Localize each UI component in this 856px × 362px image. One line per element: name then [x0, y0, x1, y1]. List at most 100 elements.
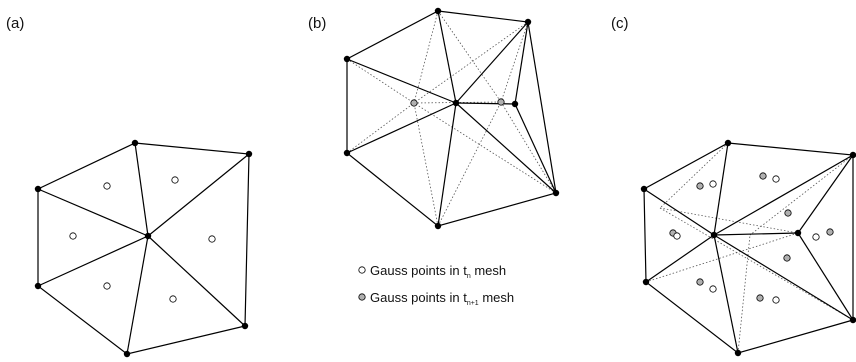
panel-b: (b): [308, 7, 560, 307]
panel-c-label: (c): [611, 15, 629, 32]
panel-c-edge: [713, 234, 739, 354]
gauss-point-tn: [169, 295, 177, 303]
gauss-point-tn1: [759, 172, 767, 180]
panel-a: (a): [6, 15, 253, 358]
dotted-edge: [500, 21, 529, 103]
dotted-edge: [437, 10, 502, 103]
gauss-point-tn1: [826, 228, 834, 236]
panel-b-mesh-lines: [346, 10, 557, 227]
panel-a-nodes: [34, 139, 253, 358]
dotted-edge: [737, 234, 751, 354]
legend-tn-text: Gauss points in tn mesh: [370, 263, 506, 280]
dotted-edge: [413, 21, 529, 104]
mesh-node: [524, 18, 532, 26]
panel-b-edge: [437, 10, 457, 104]
panel-b-edge: [514, 103, 557, 194]
mesh-node: [849, 151, 856, 159]
panel-c-edge: [643, 188, 715, 236]
panel-c-edge: [645, 234, 715, 283]
dotted-edge: [413, 10, 439, 104]
mesh-node: [343, 55, 351, 63]
mesh-node: [640, 185, 648, 193]
gauss-point-tn1: [696, 182, 704, 190]
panel-c-gauss-points: [669, 172, 834, 304]
panel-b-edge: [514, 21, 529, 105]
panel-c-edge: [797, 232, 854, 321]
gauss-point-tn: [772, 296, 780, 304]
panel-b-edge: [346, 102, 457, 154]
mesh-node: [642, 278, 650, 286]
panel-a-edge: [134, 142, 149, 237]
panel-b-edge: [346, 58, 457, 104]
panel-b-edge: [455, 102, 557, 194]
panel-a-edge: [126, 235, 149, 355]
dotted-edge: [413, 102, 439, 227]
gauss-point-tn: [103, 182, 111, 190]
gauss-point-tn: [812, 233, 820, 241]
panel-c-old-mesh-dotted: [645, 142, 854, 354]
gauss-point-tn1: [783, 254, 791, 262]
mesh-node: [241, 322, 249, 330]
dotted-edge: [346, 58, 415, 104]
mesh-node: [734, 349, 742, 357]
gauss-point-tn: [208, 235, 216, 243]
panel-b-edge: [437, 102, 457, 227]
dotted-edge: [659, 207, 854, 321]
panel-c-edge: [713, 142, 729, 236]
panel-a-edge: [37, 235, 149, 287]
panel-c: (c): [611, 15, 856, 357]
gauss-point-tn1: [784, 209, 792, 217]
panel-c-nodes: [640, 139, 856, 357]
mesh-node: [34, 282, 42, 290]
gauss-point-tn1: [410, 99, 418, 107]
dotted-edge: [500, 101, 557, 194]
panel-c-edge: [797, 154, 854, 234]
legend-tn1-text: Gauss points in tn+1 mesh: [370, 290, 514, 307]
mesh-node: [511, 100, 519, 108]
panel-a-edge: [37, 188, 149, 237]
mesh-node: [794, 229, 802, 237]
mesh-node: [724, 139, 732, 147]
mesh-node: [131, 139, 139, 147]
mesh-node: [452, 99, 460, 107]
mesh-node: [245, 150, 253, 158]
panel-a-mesh-lines: [37, 142, 250, 355]
dotted-edge: [413, 101, 502, 104]
legend-tn-marker: [358, 266, 366, 274]
mesh-node: [710, 231, 718, 239]
mesh-node: [434, 7, 442, 15]
gauss-point-tn: [673, 232, 681, 240]
panel-b-old-mesh-dotted: [346, 10, 557, 227]
panel-c-edge: [713, 234, 854, 321]
gauss-point-tn: [709, 180, 717, 188]
mesh-node: [552, 189, 560, 197]
dotted-edge: [346, 102, 415, 154]
mesh-node: [849, 316, 856, 324]
panel-a-gauss-points: [69, 176, 216, 303]
mesh-node: [434, 222, 442, 230]
panel-c-edge: [713, 154, 854, 236]
dotted-edge: [659, 142, 729, 209]
panel-a-edge: [147, 153, 250, 237]
dotted-edge: [437, 101, 502, 227]
dotted-edge: [749, 154, 854, 236]
panel-a-label: (a): [6, 15, 24, 32]
gauss-point-tn: [171, 176, 179, 184]
panel-a-edge: [147, 235, 246, 327]
mesh-node: [343, 149, 351, 157]
gauss-point-tn1: [696, 278, 704, 286]
gauss-point-tn1: [497, 98, 505, 106]
gauss-point-tn1: [756, 294, 764, 302]
panel-b-edge: [455, 102, 516, 105]
dotted-edge: [659, 207, 799, 234]
panel-b-gauss-points: [410, 98, 505, 107]
dotted-edge: [645, 232, 799, 283]
panel-b-label: (b): [308, 15, 326, 32]
gauss-point-tn: [103, 282, 111, 290]
panel-b-edge: [455, 21, 529, 104]
panel-b-nodes: [343, 7, 560, 230]
panel-a-outline: [37, 142, 250, 355]
legend-tn1-marker: [358, 293, 366, 301]
legend: Gauss points in tn mesh Gauss points in …: [358, 263, 514, 307]
